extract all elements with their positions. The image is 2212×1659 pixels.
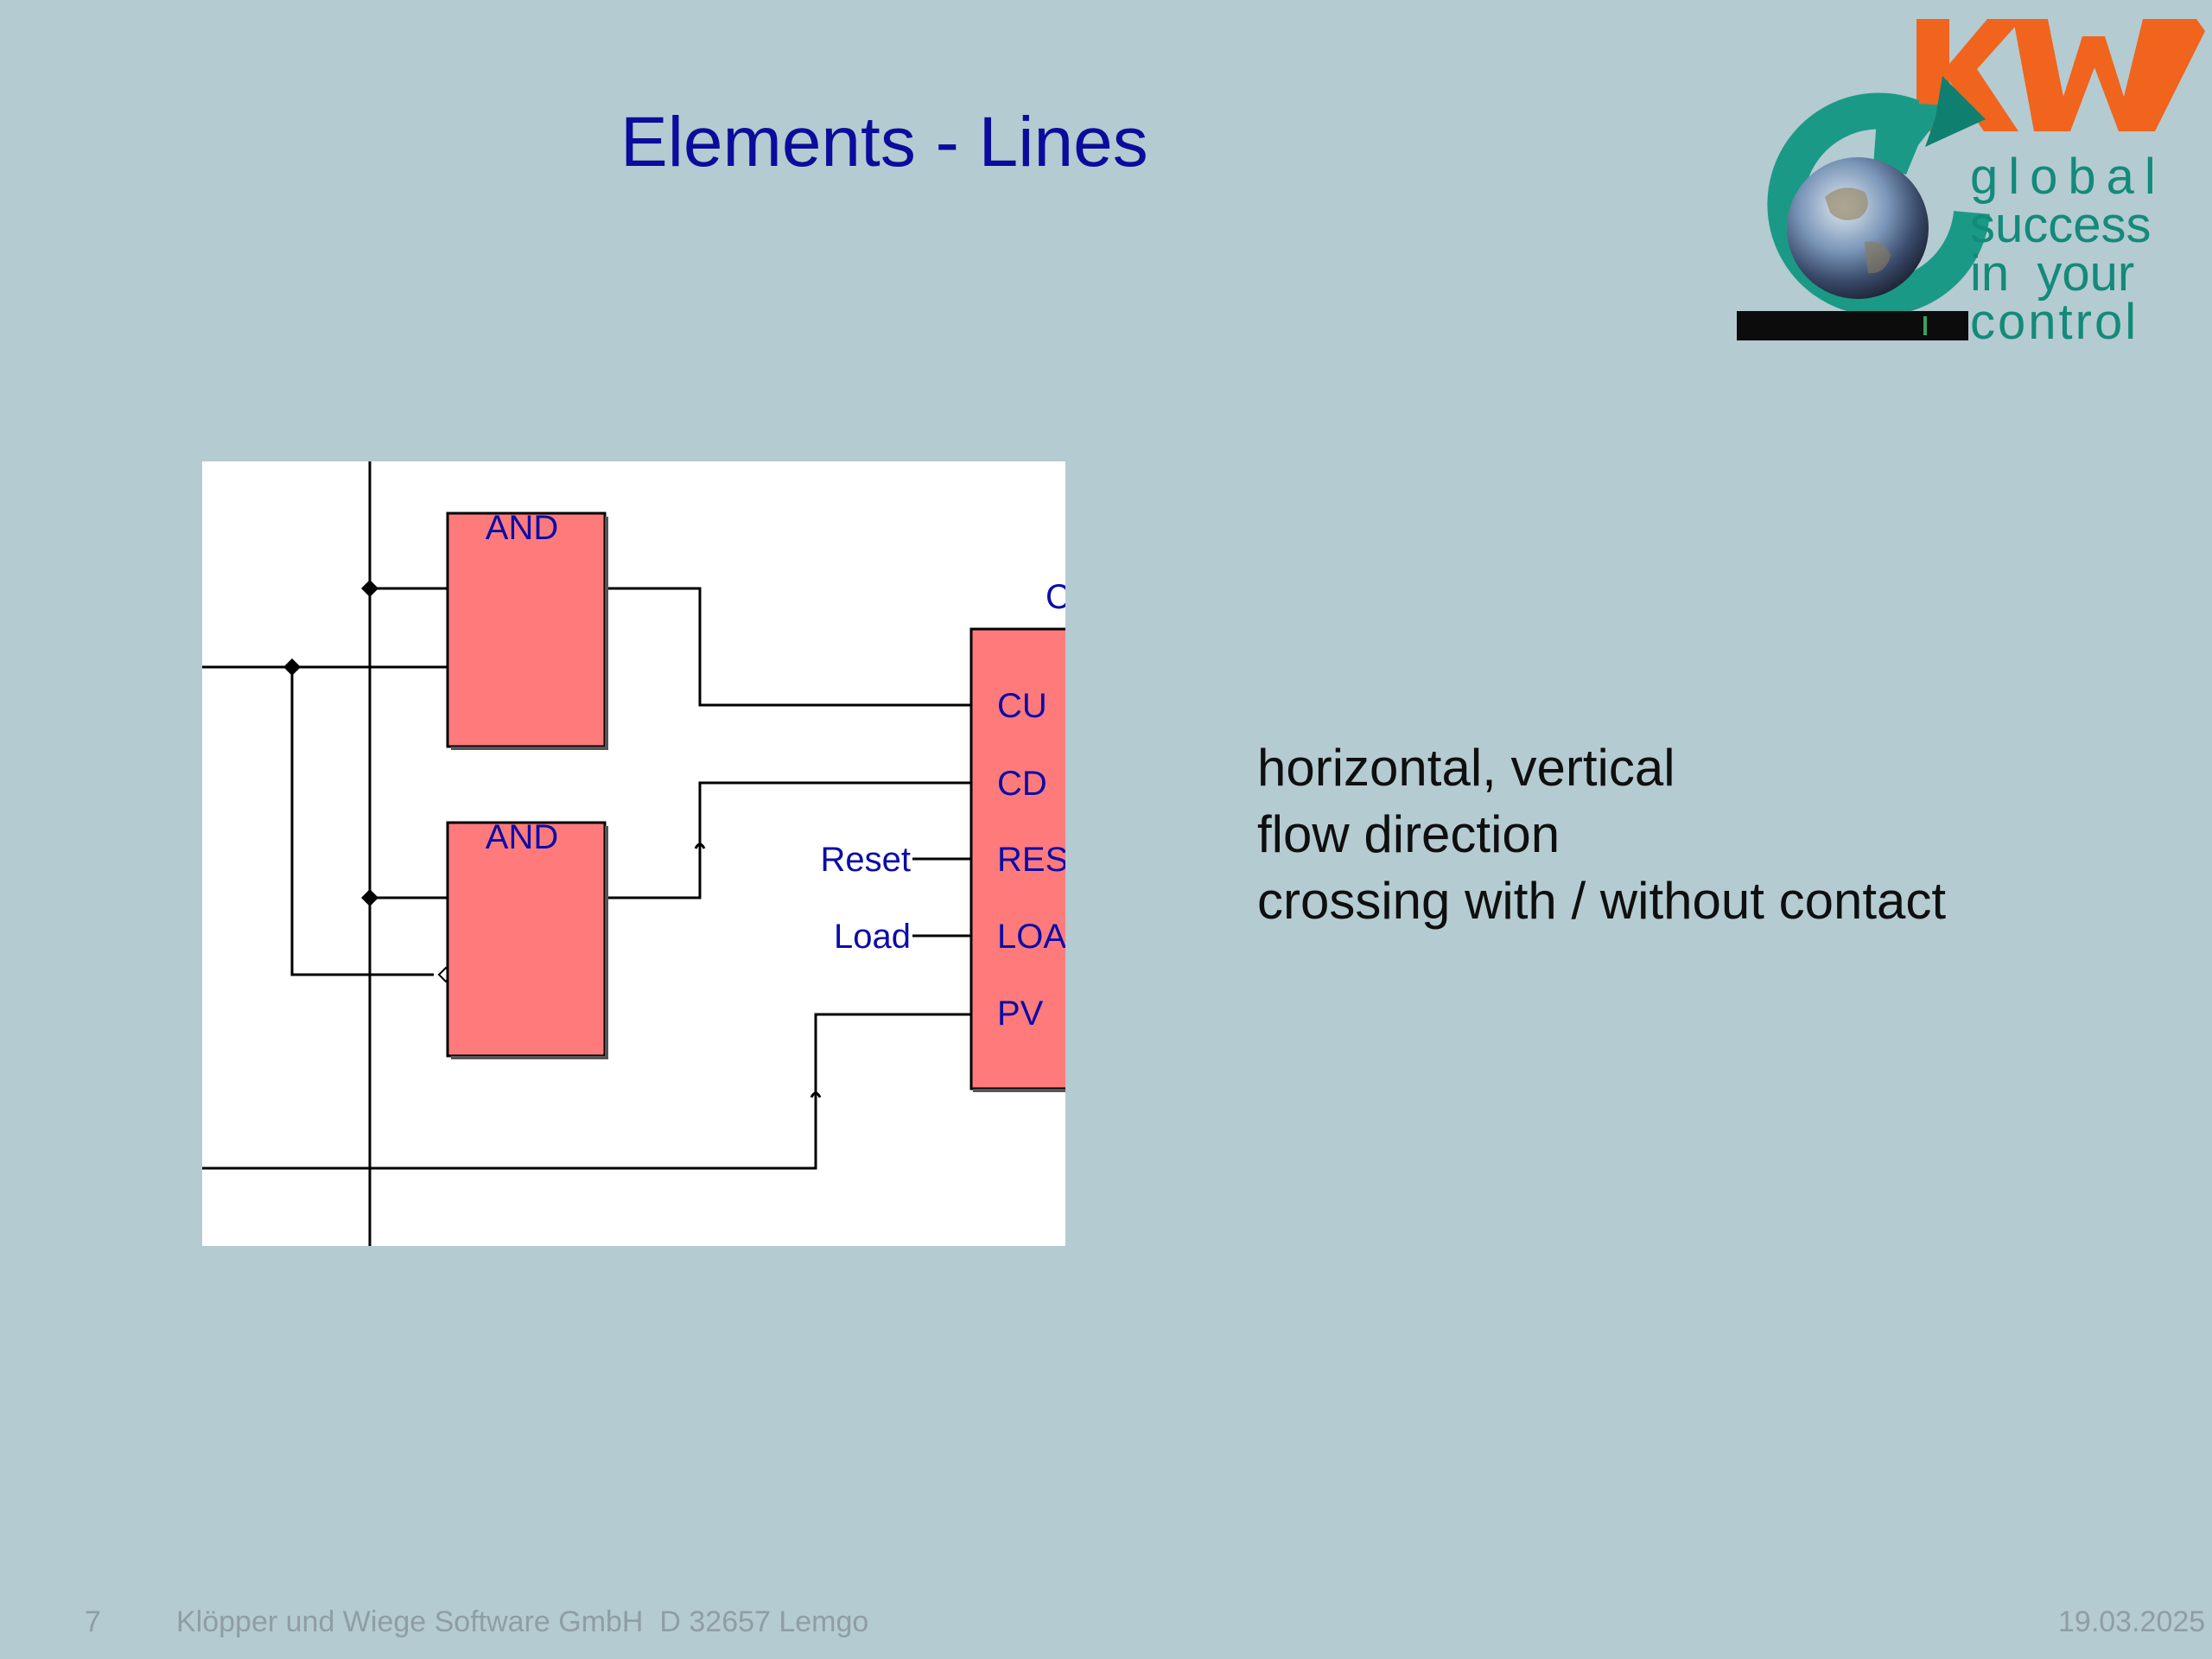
and-block-2-label: AND (486, 818, 558, 856)
counter-input-cd: CD (997, 765, 1047, 803)
counter-input-pv: PV (997, 995, 1044, 1033)
counter-top-label: C (1046, 578, 1065, 616)
fbd-diagram-figure: AND AND C CU CD RES LOA PV Reset Load (202, 461, 1065, 1246)
reset-signal-label: Reset (821, 841, 912, 879)
load-signal-label: Load (834, 918, 911, 956)
logo-tagline-line-1: global (1970, 149, 2166, 205)
logo-tagline-line-2: success (1970, 197, 2152, 253)
inverted-input-line (290, 667, 434, 976)
and-block-1 (446, 512, 607, 748)
bullet-item: flow direction (1257, 805, 1560, 863)
counter-input-load: LOA (997, 918, 1065, 956)
logo-tagline-line-3: in your (1970, 245, 2135, 302)
logo-tagline-line-4: control (1970, 294, 2139, 350)
counter-block (969, 627, 1065, 1090)
company-logo: global success in your control (1735, 16, 2212, 350)
and-block-1-label: AND (486, 509, 558, 547)
contact-dot (361, 889, 378, 906)
slide-title: Elements - Lines (620, 103, 1148, 181)
fbd-diagram: AND AND C CU CD RES LOA PV Reset Load (202, 461, 1065, 1246)
crossing-arc (810, 1091, 822, 1098)
bullet-list: horizontal, vertical flow direction cros… (1257, 734, 1946, 934)
contact-dot (361, 580, 378, 597)
contact-dot (283, 658, 301, 676)
footer-page-number: 7 (85, 1605, 101, 1638)
arrow-head-icon (1925, 76, 1986, 147)
crossing-arc (694, 842, 706, 849)
bullet-item: crossing with / without contact (1257, 872, 1947, 930)
footer-date: 19.03.2025 (2058, 1605, 2206, 1638)
logo-graphic (1737, 19, 2205, 340)
pv-connection-line (202, 1013, 971, 1170)
cd-connection-line (605, 781, 971, 899)
and-block-2 (446, 821, 607, 1058)
footer-company: Klöpper und Wiege Software GmbH D 32657 … (176, 1605, 869, 1638)
globe-icon (1787, 157, 1929, 299)
counter-input-cu: CU (997, 687, 1047, 725)
bullet-item: horizontal, vertical (1257, 739, 1675, 797)
logo-base-bar (1737, 311, 1968, 340)
counter-input-res: RES (997, 841, 1065, 879)
cu-connection-line (605, 587, 971, 707)
